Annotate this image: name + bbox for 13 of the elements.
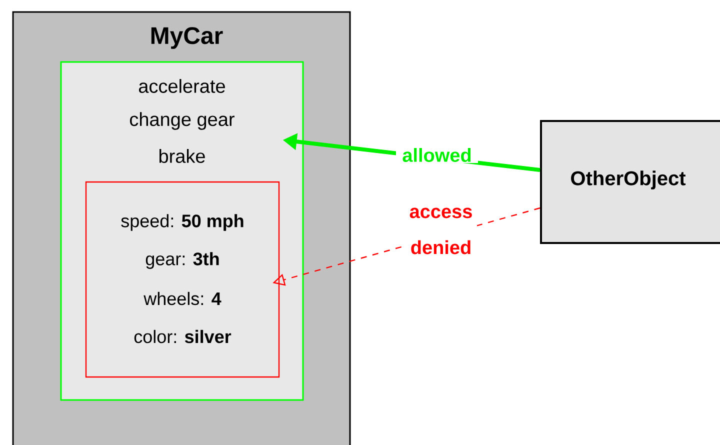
method-name: change gear	[130, 112, 234, 130]
field-value: gear: 3th	[146, 252, 219, 269]
title: MyCar	[151, 27, 223, 49]
data-box	[85, 181, 280, 378]
field-value: wheels: 4	[144, 292, 222, 306]
field-value: speed: 50 mph	[121, 214, 244, 231]
edge-label: allowed	[396, 147, 478, 163]
object-box	[540, 120, 720, 244]
edge-label: access denied	[405, 206, 477, 256]
method-name: accelerate	[138, 79, 225, 93]
field-value: color: silver	[134, 330, 232, 344]
object-name: OtherObject	[571, 170, 686, 190]
method-name: brake	[159, 149, 205, 163]
